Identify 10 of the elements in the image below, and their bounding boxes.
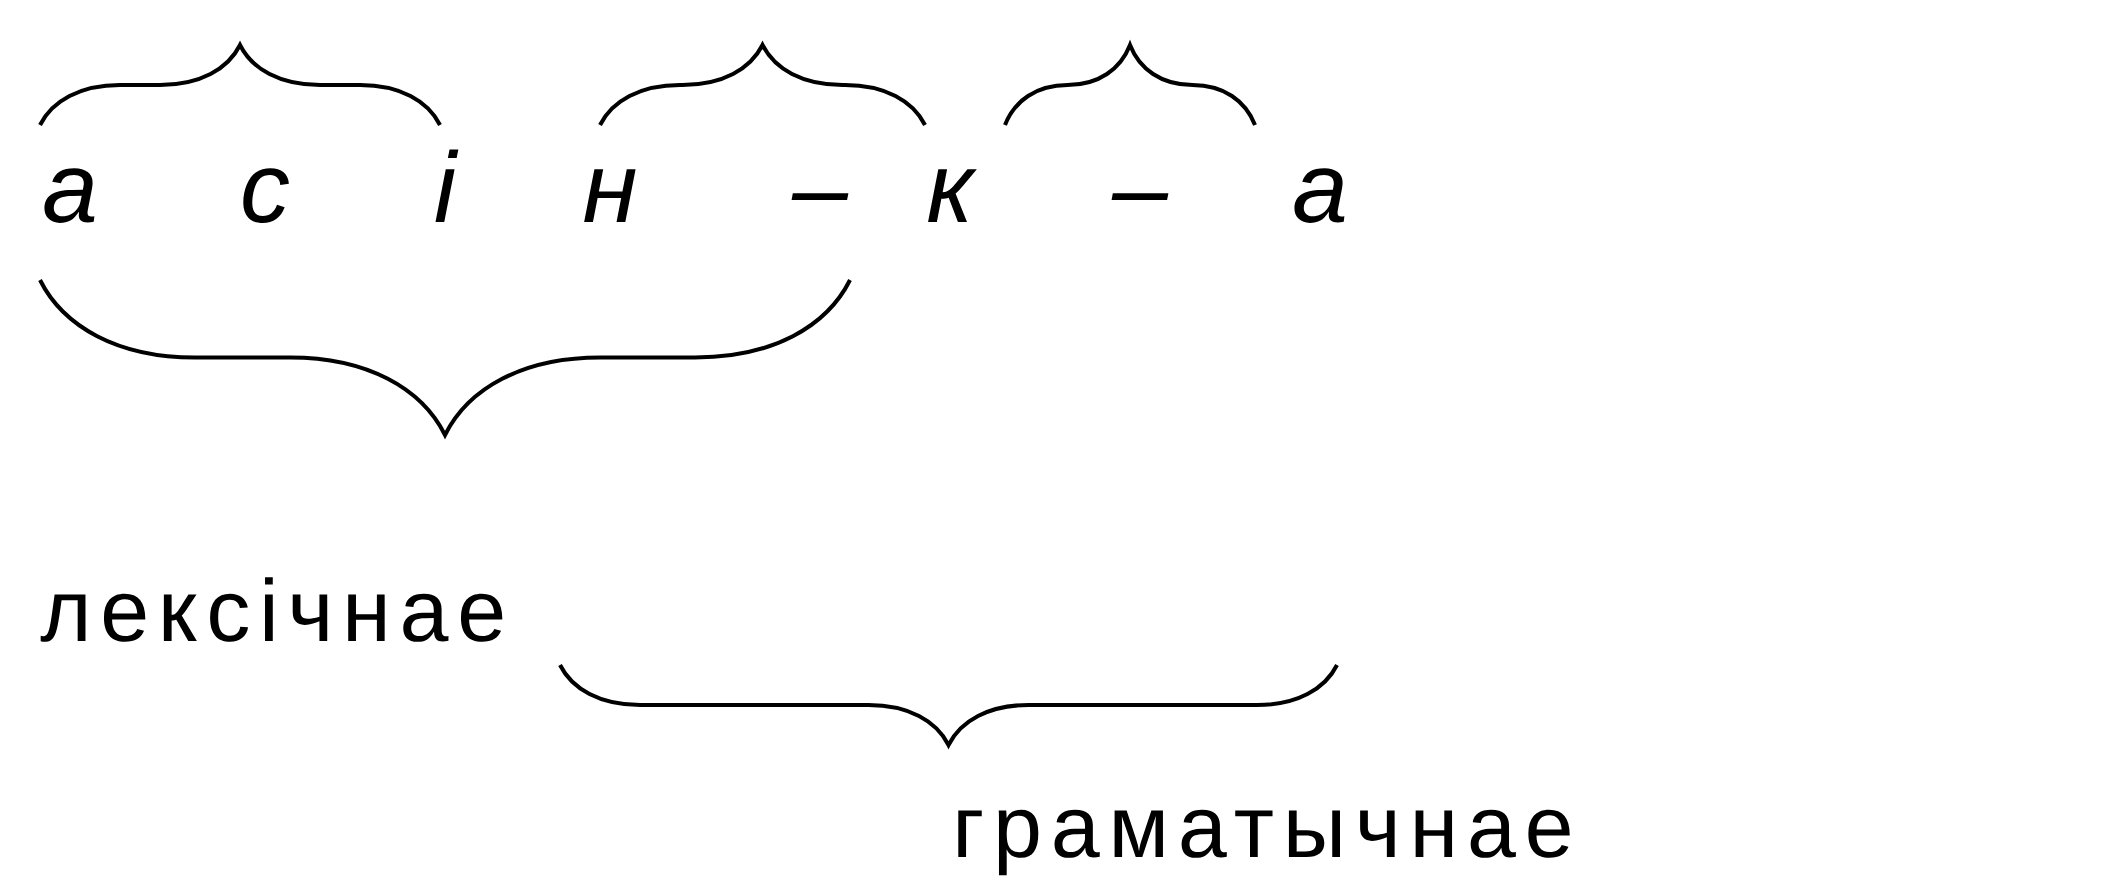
letter: а — [44, 168, 95, 223]
dash-sign: – — [1111, 193, 1169, 200]
caption-word: граматычнае — [958, 809, 1570, 876]
letter: і — [435, 149, 459, 222]
letter: с — [243, 168, 289, 223]
dash-sign: – — [791, 193, 849, 200]
letter: к — [928, 169, 977, 222]
caption-word: лексічнае — [40, 577, 503, 642]
letter: н — [584, 169, 636, 222]
letter: а — [1294, 168, 1345, 223]
